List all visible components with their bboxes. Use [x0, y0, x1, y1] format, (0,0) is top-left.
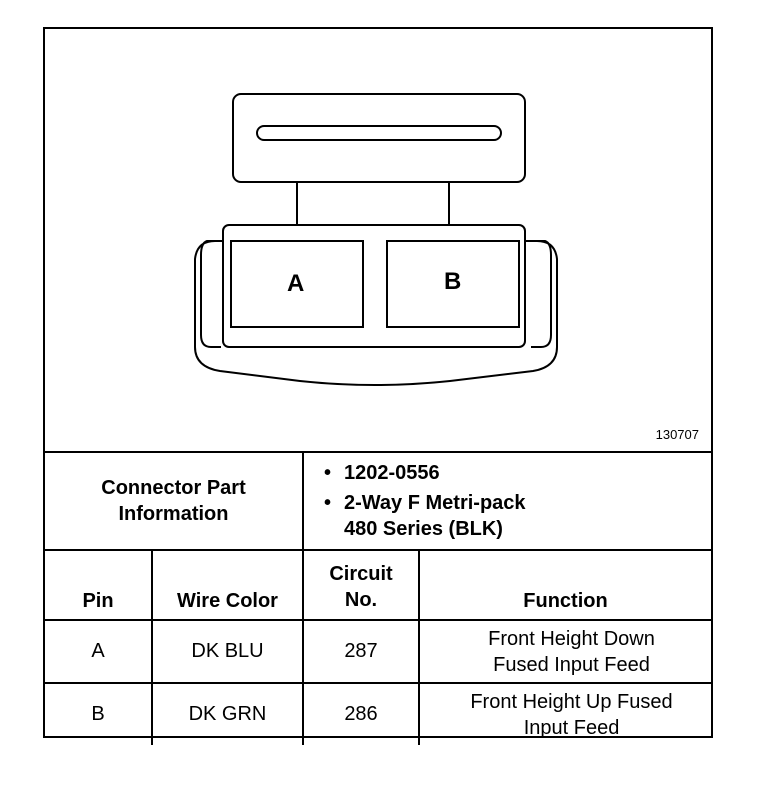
pin-cell: B	[45, 682, 153, 745]
pin-a-cavity	[230, 240, 364, 328]
part-description: •2-Way F Metri-pack	[324, 492, 526, 514]
circuit-cell: 286	[302, 682, 420, 745]
latch-slot	[256, 125, 502, 141]
header-function: Function	[418, 549, 711, 621]
connector-frame: A B 130707 Connector Part Information •1…	[43, 27, 713, 745]
function-cell: Front Height Up Fused Input Feed	[418, 682, 711, 745]
header-pin: Pin	[45, 549, 153, 621]
wire-color-cell: DK GRN	[151, 682, 304, 745]
connector-table: Connector Part Information •1202-0556 •2…	[45, 451, 711, 745]
part-series: 480 Series (BLK)	[344, 518, 503, 540]
function-cell: Front Height Down Fused Input Feed	[418, 619, 711, 684]
part-number: •1202-0556	[324, 462, 440, 484]
part-info-details: •1202-0556 •2-Way F Metri-pack 480 Serie…	[302, 451, 711, 551]
header-circuit: Circuit No.	[302, 549, 420, 621]
pin-a-label: A	[287, 270, 305, 297]
pin-cell: A	[45, 619, 153, 684]
circuit-cell: 287	[302, 619, 420, 684]
column-headers: Pin Wire Color Circuit No. Function	[45, 549, 711, 621]
part-info-row: Connector Part Information •1202-0556 •2…	[45, 451, 711, 551]
connector-drawing	[194, 93, 558, 386]
table-row: B DK GRN 286 Front Height Up Fused Input…	[45, 682, 711, 745]
wire-color-cell: DK BLU	[151, 619, 304, 684]
connector-diagram: A B 130707	[45, 29, 711, 451]
pin-b-cavity	[386, 240, 520, 328]
table-row: A DK BLU 287 Front Height Down Fused Inp…	[45, 619, 711, 684]
part-info-label: Connector Part Information	[45, 451, 304, 551]
figure-id: 130707	[655, 427, 699, 442]
header-wire-color: Wire Color	[151, 549, 304, 621]
pin-b-label: B	[444, 268, 462, 295]
